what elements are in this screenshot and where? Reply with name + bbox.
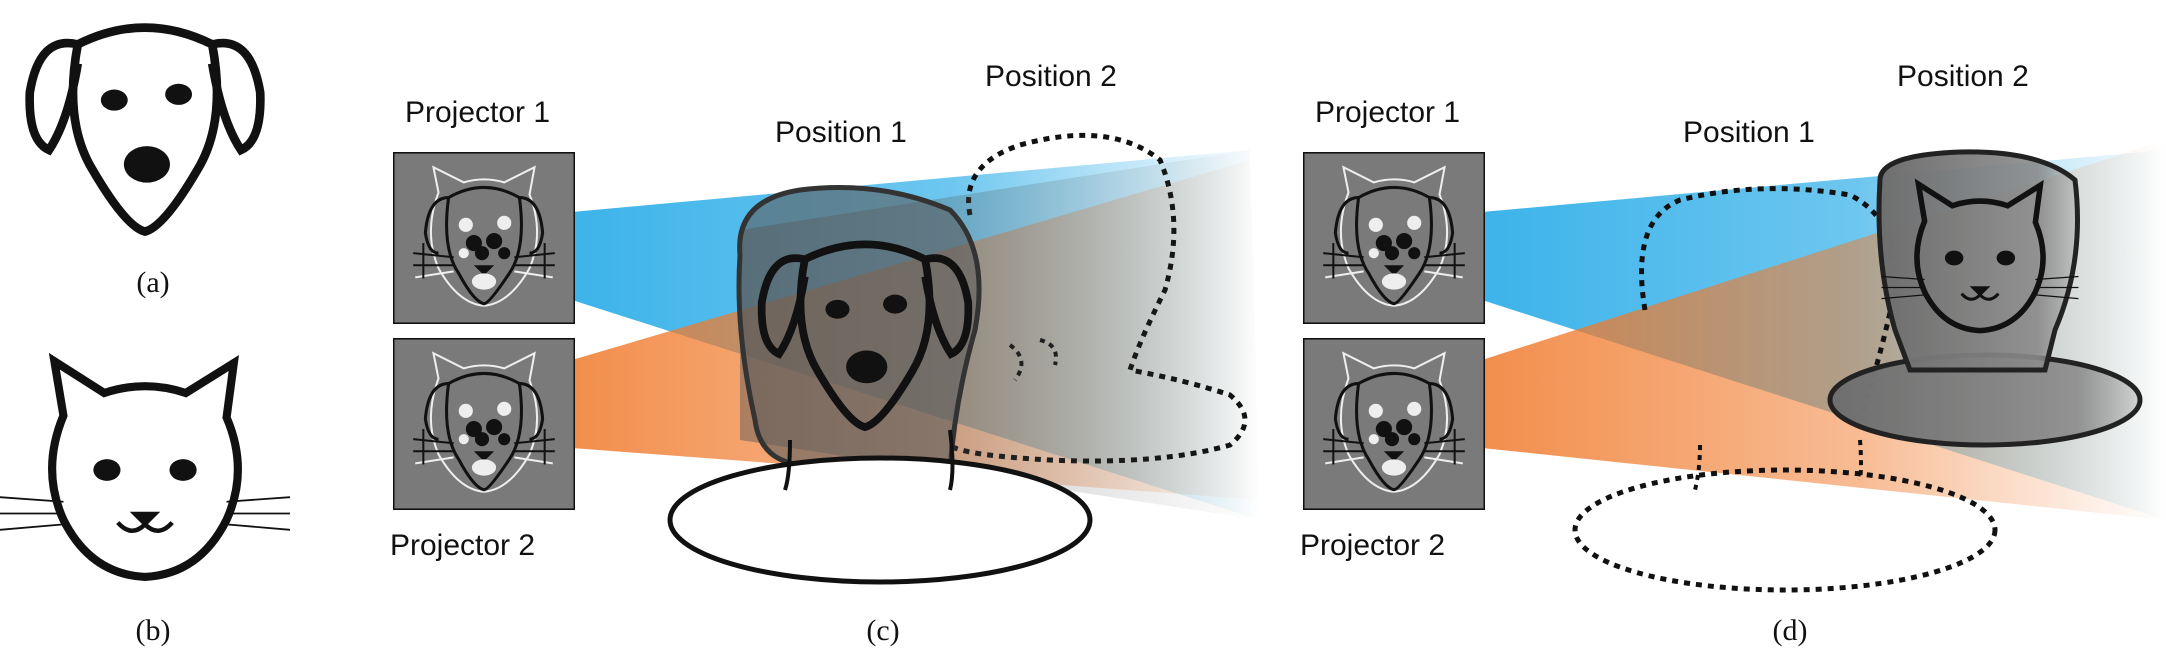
panel-d: Projector 1 Projector 2 Position 1 Posit… bbox=[1300, 60, 2166, 647]
projector-2-image bbox=[393, 338, 575, 510]
projector-1-image-d bbox=[1303, 152, 1485, 324]
position-1-label-c: Position 1 bbox=[775, 116, 907, 149]
caption-c: (c) bbox=[866, 614, 899, 647]
projector-1-label-d: Projector 1 bbox=[1315, 96, 1460, 129]
caption-a: (a) bbox=[136, 266, 169, 299]
cat-face-icon bbox=[0, 361, 290, 577]
panel-c: Projector 1 Projector 2 Position 1 Posit… bbox=[390, 60, 1260, 647]
head-position-2 bbox=[1876, 149, 2080, 373]
position-1-outline bbox=[1639, 186, 1898, 421]
projector-1-image bbox=[393, 152, 575, 324]
position-1-label-d: Position 1 bbox=[1683, 116, 1815, 149]
shoulders-position-1 bbox=[667, 455, 1093, 585]
projector-2-label-d: Projector 2 bbox=[1300, 529, 1445, 562]
caption-d: (d) bbox=[1773, 614, 1808, 647]
panel-b: (b) bbox=[0, 361, 290, 647]
caption-b: (b) bbox=[136, 614, 171, 647]
dog-face-icon bbox=[30, 28, 261, 232]
projector-2-label-c: Projector 2 bbox=[390, 529, 535, 562]
projector-2-image-d bbox=[1303, 338, 1485, 510]
position-2-label-c: Position 2 bbox=[985, 60, 1117, 93]
projector-1-label-c: Projector 1 bbox=[405, 96, 550, 129]
position-2-label-d: Position 2 bbox=[1897, 60, 2029, 93]
panel-a: (a) bbox=[30, 28, 261, 299]
